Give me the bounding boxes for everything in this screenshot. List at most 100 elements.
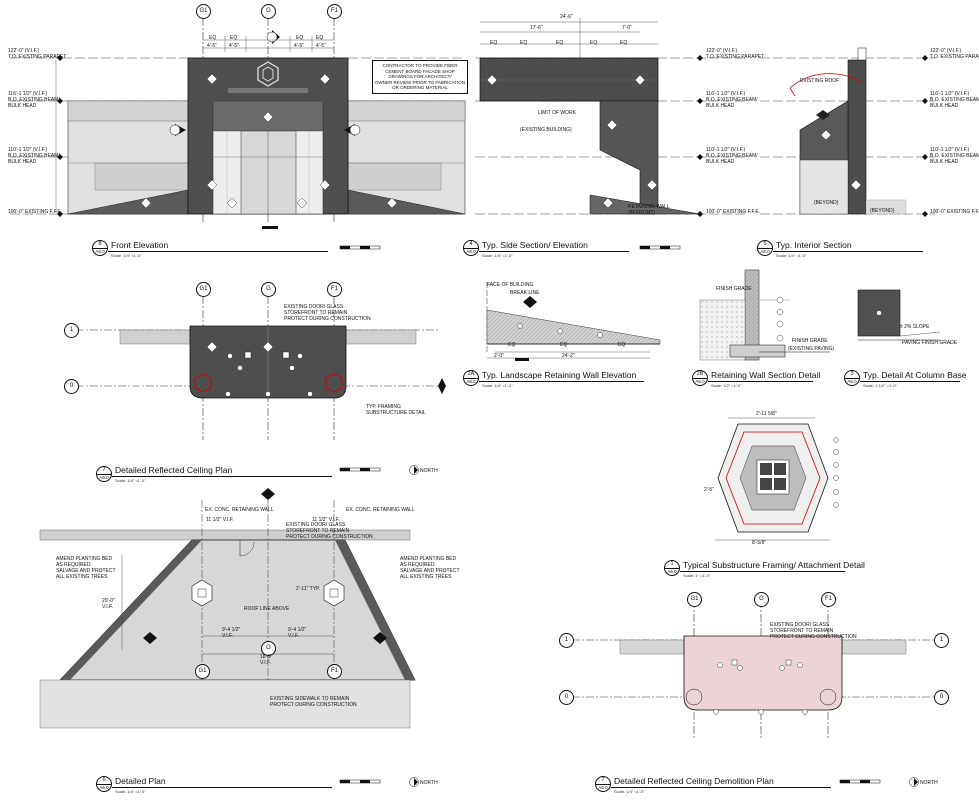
dim-plan-a: 11 1/2" V.I.F. [312,517,340,523]
dim-eq: EQ [209,35,217,41]
dim-eq: EQ [520,40,528,46]
dim-plan-d: 2'-11" TYP. [296,586,321,592]
view-scale: Scale: 1 1/2" =1'-0" [863,383,897,388]
dim-wall-length: 24'-2" [562,353,575,359]
grid-bubble-row1: 1 [559,633,574,648]
view-scale: Scale: 1/4" =1'-0" [776,253,807,258]
view-scale: Scale: 1/4" =1'-0" [482,253,513,258]
title-underline [708,381,813,382]
north-label: NORTH [920,780,938,786]
view-scale: Scale: 1/4" =1'-0" [614,789,645,794]
grid-bubble-g1: G1 [195,664,210,679]
beyond-label: (BEYOND) [814,200,839,206]
dim-top-side: 24'-6" [560,14,573,20]
existing-roof-label: EXISTING ROOF [800,78,840,84]
level-label-ffe: 100'-0" EXISTING F.F.E. [8,209,63,215]
dim-span: 4'-5" [207,43,217,49]
view-title-retaining-wall-elevation: Typ. Landscape Retaining Wall Elevation [482,370,637,380]
grid-bubble-row0: 0 [934,690,949,705]
view-title-substructure: Typical Substructure Framing/ Attachment… [683,560,865,570]
view-title-side-section: Typ. Side Section/ Elevation [482,240,588,250]
slope-label: ± 2% SLOPE [900,324,930,330]
paving-finish-label: PAVING FINISH GRADE [902,340,958,346]
dim-eq: EQ [316,35,324,41]
grid-bubble-f1: F1 [327,282,342,297]
sidewalk-note: EXISTING SIDEWALK TO REMAIN PROTECT DURI… [270,696,357,708]
view-title-detailed-plan: Detailed Plan [115,776,166,786]
view-title-retaining-wall-section: Retaining Wall Section Detail [711,370,821,380]
view-scale: Scale: 1" =1'-0" [683,573,711,578]
view-title-rcp: Detailed Reflected Ceiling Plan [115,465,233,475]
dim-eq: EQ [230,35,238,41]
view-title-rcp-demolition: Detailed Reflected Ceiling Demolition Pl… [614,776,774,786]
planting-note: AMEND PLANTING BED AS REQUIRED. SALVAGE … [56,556,116,580]
level-label-parapet: 122'-0" (V.I.F.) T.O. EXISTING PARAPET [8,48,67,60]
view-title-front-elevation: Front Elevation [111,240,169,250]
dim-plan-c: 18'-9" V.I.F. [260,654,273,666]
north-label: NORTH [420,780,438,786]
interior-section [760,47,935,217]
grid-bubble-row1: 1 [64,323,79,338]
limit-of-work-label: LIMIT OF WORK [538,110,576,116]
dim-eq: EQ [490,40,498,46]
dim-sub1: 17'-6" [530,25,543,31]
dim-plan-a: 11 1/2" V.I.F. [206,517,234,523]
rcp-demolition-plan [572,600,935,740]
substructure-detail [715,417,839,541]
grid-bubble-f1: F1 [821,592,836,607]
reflected-ceiling-plan [76,296,446,440]
title-underline [479,251,629,252]
dim-eq: EQ [590,40,598,46]
level-label-bulkhead-upper: 116'-1 1/2" (V.I.F.) B.O. EXISTING BEAM/… [706,91,758,109]
grid-bubble-row0: 0 [64,379,79,394]
view-scale: Scale: 1/4" =1'-0" [115,478,146,483]
side-section [475,18,745,217]
existing-building-label: (EXISTING BUILDING) [520,127,572,133]
dim-eq: EQ [620,40,628,46]
grid-bubble-g1: G1 [687,592,702,607]
grid-bubble-g: G [261,641,276,656]
grid-bubble-g: G [261,4,276,19]
level-label-ffe: 100'-0" EXISTING F.F.E. [930,209,979,215]
dim-plan-b: 9'-4 1/2" V.I.F. [222,627,241,639]
level-label-ffe: 100'-0" EXISTING F.F.E. [706,209,761,215]
grid-bubble-f1: F1 [327,664,342,679]
title-underline [680,571,845,572]
level-label-parapet: 122'-0" (V.I.F.) T.O. EXISTING PARAPET [930,48,979,60]
level-label-bulkhead-lower: 110'-1 1/2" (V.I.F.) B.O. EXISTING BEAM/… [706,147,758,165]
level-label-bulkhead-upper: 116'-1 1/2" (V.I.F.) B.O. EXISTING BEAM/… [8,91,60,109]
scale-bars [339,245,881,784]
title-underline [112,787,332,788]
title-underline [611,787,831,788]
existing-paving-label: (EXISTING PAVING) [788,346,835,352]
retaining-wall-section [699,269,830,361]
column-base-detail [857,289,941,341]
detailed-plan [39,488,416,729]
level-label-parapet: 122'-0" (V.I.F.) T.O. EXISTING PARAPET [706,48,765,60]
dim-eq: EQ [508,342,516,348]
title-underline [108,251,328,252]
conc-wall-note: EX. CONC. RETAINING WALL [205,507,274,513]
storefront-note: EXISTING DOOR/ GLASS STOREFRONT TO REMAI… [284,304,371,322]
contractor-note: CONTRACTOR TO PROVIDE FIBER CEMENT BOARD… [372,60,469,94]
retaining-wall-elevation [486,282,661,361]
north-label: NORTH [420,468,438,474]
dim-detail-height: 2'-5" [704,487,714,493]
grid-bubble-f1: F1 [327,4,342,19]
title-underline [860,381,960,382]
level-label-bulkhead-upper: 116'-1 1/2" (V.I.F.) B.O. EXISTING BEAM/… [930,91,979,109]
level-label-bulkhead-lower: 110'-1 1/2" (V.I.F.) B.O. EXISTING BEAM/… [930,147,979,165]
dim-eq: EQ [560,342,568,348]
view-scale: Scale: 1/4" =1'-0" [482,383,513,388]
dim-span: 4'-5" [229,43,239,49]
north-arrows [409,465,919,787]
view-scale: Scale: 1/4" =1'-0" [111,253,142,258]
framing-note: TYP. FRAMING SUBSTRUCTURE DETAIL [366,404,426,416]
level-label-bulkhead-lower: 110'-1 1/2" (V.I.F.) B.O. EXISTING BEAM/… [8,147,60,165]
